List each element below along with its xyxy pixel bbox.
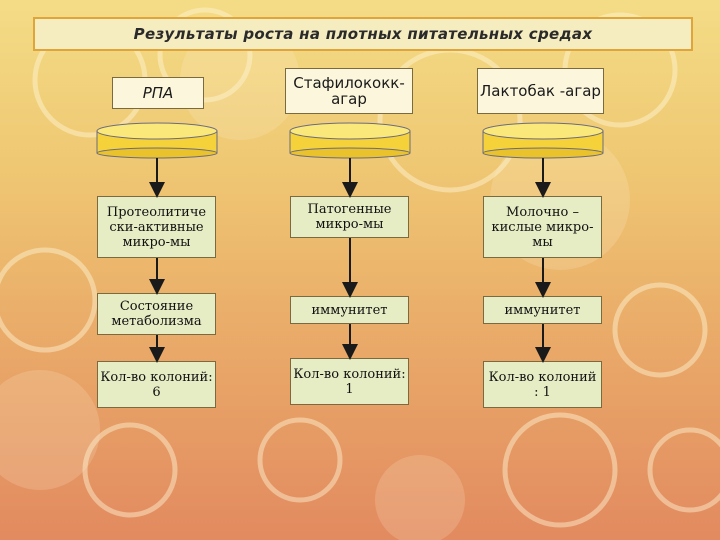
petri-dish-staph-icon <box>289 122 411 159</box>
node-lactic: Молочно – кислые микро-мы <box>483 196 602 258</box>
node-proteolytic: Протеолитиче ски-активные микро-мы <box>97 196 216 258</box>
header-staph-agar: Стафилококк- агар <box>285 68 413 114</box>
header-rpa: РПА <box>112 77 204 109</box>
petri-dish-lacto-icon <box>482 122 604 159</box>
node-metabolism: Состояние метаболизма <box>97 293 216 335</box>
node-immunity-lacto: иммунитет <box>483 296 602 324</box>
diagram-title: Результаты роста на плотных питательных … <box>33 17 693 51</box>
node-colonies-staph: Кол-во колоний: 1 <box>290 358 409 405</box>
node-colonies-lacto: Кол-во колоний : 1 <box>483 361 602 408</box>
petri-dish-rpa-icon <box>96 122 218 159</box>
header-lacto-agar: Лактобак -агар <box>477 68 604 114</box>
node-pathogenic: Патогенные микро-мы <box>290 196 409 238</box>
node-colonies-rpa: Кол-во колоний: 6 <box>97 361 216 408</box>
